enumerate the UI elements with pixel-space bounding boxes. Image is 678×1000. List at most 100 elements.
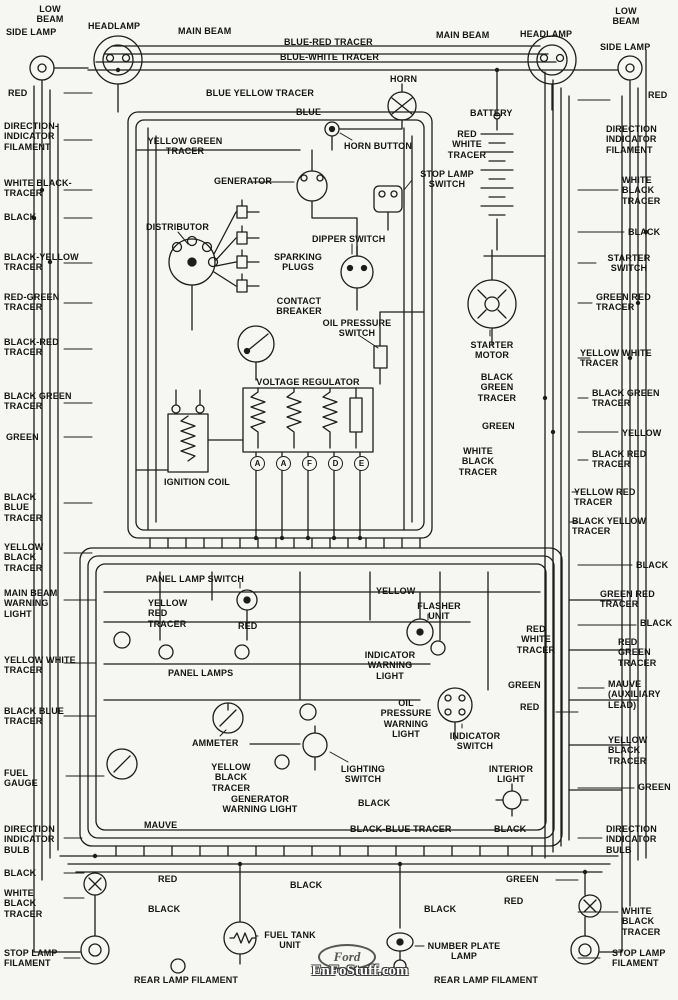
main-beam-right-label: MAIN BEAM <box>436 30 490 40</box>
black-bottom-3-label: BLACK <box>424 904 457 914</box>
red-green-tracer-right-label: RED GREEN TRACER <box>618 637 657 668</box>
horn-button-label: HORN BUTTON <box>344 141 412 151</box>
number-plate-lamp-label: NUMBER PLATE LAMP <box>427 941 501 962</box>
yellow-right-label: YELLOW <box>622 428 662 438</box>
green-red-tracer-right-top-label: GREEN RED TRACER <box>596 292 651 313</box>
low-beam-right-label: LOW BEAM <box>612 6 640 27</box>
black-red-tracer-left-label: BLACK-RED TRACER <box>4 337 59 358</box>
stop-rear-lamp-left-symbol <box>80 935 110 965</box>
generator-label: GENERATOR <box>214 176 273 186</box>
black-blue-tracer-left-2-label: BLACK BLUE TRACER <box>4 706 64 727</box>
battery-label: BATTERY <box>470 108 513 118</box>
dash-rear-connectors <box>115 845 533 857</box>
stop-lamp-filament-left-label: STOP LAMP FILAMENT <box>4 948 58 969</box>
mauve-label: MAUVE <box>144 820 178 830</box>
starter-switch-symbol <box>483 249 546 281</box>
starter-motor-label: STARTER MOTOR <box>470 340 514 361</box>
distributor-label: DISTRIBUTOR <box>146 222 209 232</box>
black-left-top-label: BLACK <box>4 212 37 222</box>
white-black-tracer-mid-label: WHITE BLACK TRACER <box>458 446 498 477</box>
green-right-1-label: GREEN <box>508 680 541 690</box>
red-white-tracer-top-label: RED WHITE TRACER <box>447 129 487 160</box>
black-mid-1-label: BLACK <box>358 798 391 808</box>
green-right-2-label: GREEN <box>638 782 671 792</box>
ignition-coil-symbol <box>135 389 244 473</box>
generator-symbol <box>135 149 358 257</box>
stop-lamp-filament-right-label: STOP LAMP FILAMENT <box>612 948 666 969</box>
green-bottom-label: GREEN <box>506 874 539 884</box>
black-blue-tracer-left-label: BLACK BLUE TRACER <box>4 492 43 523</box>
sparking-plugs-label: SPARKING PLUGS <box>273 252 323 273</box>
rear-wiring-bus <box>59 855 619 937</box>
indicator-warning-light-symbol <box>430 640 446 656</box>
direction-indicator-bulb-right-symbol <box>578 894 602 918</box>
direction-indicator-bulb-left-symbol <box>83 872 107 896</box>
sparking-plugs-symbol <box>236 199 260 293</box>
dipper-switch-label: DIPPER SWITCH <box>312 234 386 244</box>
red-green-tracer-left-label: RED-GREEN TRACER <box>4 292 60 313</box>
side-lamp-right-label: SIDE LAMP <box>600 42 651 52</box>
regulator-terminal-3-d: D <box>328 456 343 471</box>
contact-breaker-symbol <box>237 325 275 381</box>
panel-lamp-switch-symbol <box>236 589 258 641</box>
panel-lamps-label: PANEL LAMPS <box>168 668 234 678</box>
indicator-switch-label: INDICATOR SWITCH <box>449 731 501 752</box>
main-beam-warning-light-symbol <box>113 631 131 649</box>
main-beam-warning-light-label: MAIN BEAM WARNING LIGHT <box>4 588 58 619</box>
fuel-gauge-symbol <box>106 748 138 780</box>
rear-lamp-filament-left-label: REAR LAMP FILAMENT <box>134 975 239 985</box>
oil-pressure-switch-label: OIL PRESSURE SWITCH <box>322 318 392 339</box>
green-mid-label: GREEN <box>482 421 515 431</box>
starter-motor-symbol <box>467 279 517 345</box>
side-lamp-right-symbol <box>617 55 643 81</box>
interior-light-label: INTERIOR LIGHT <box>488 764 534 785</box>
white-black-tracer-right-top-label: WHITE BLACK TRACER <box>622 175 661 206</box>
side-lamp-left-symbol <box>29 55 55 81</box>
generator-warning-light-symbol <box>274 754 290 770</box>
green-left-label: GREEN <box>6 432 39 442</box>
red-mid-label: RED <box>238 621 258 631</box>
junction-dots <box>31 67 649 875</box>
black-yellow-tracer-left-label: BLACK-YELLOW TRACER <box>4 252 79 273</box>
headlamp-right-label: HEADLAMP <box>520 29 573 39</box>
headlamp-left-symbol <box>93 35 143 85</box>
lighting-switch-label: LIGHTING SWITCH <box>340 764 386 785</box>
direction-indicator-filament-right-label: DIRECTION INDICATOR FILAMENT <box>606 124 657 155</box>
main-beam-left-label: MAIN BEAM <box>178 26 232 36</box>
ammeter-symbol <box>212 702 244 734</box>
battery-symbol <box>480 112 514 251</box>
panel-lamps-symbol <box>158 644 250 660</box>
black-yellow-tracer-right-label: BLACK YELLOW TRACER <box>572 516 647 537</box>
oil-pressure-switch-symbol <box>373 311 425 385</box>
generator-warning-light-label: GENERATOR WARNING LIGHT <box>222 794 298 815</box>
left-wire-bundle <box>33 79 81 953</box>
indicator-warning-light-label: INDICATOR WARNING LIGHT <box>364 650 416 681</box>
dashboard-harness-box <box>79 547 563 847</box>
white-black-tracer-bottom-right-label: WHITE BLACK TRACER <box>622 906 661 937</box>
yellow-mid-label: YELLOW <box>376 586 416 596</box>
black-green-tracer-right-label: BLACK GREEN TRACER <box>592 388 660 409</box>
watermark-text: EnFoStuff.com <box>311 963 409 979</box>
black-red-tracer-right-label: BLACK RED TRACER <box>592 449 647 470</box>
direction-indicator-bulb-left-label: DIRECTION INDICATOR BULB <box>4 824 55 855</box>
voltage-regulator-symbol <box>242 387 374 539</box>
voltage-regulator-label: VOLTAGE REGULATOR <box>256 377 360 387</box>
stop-lamp-switch-label: STOP LAMP SWITCH <box>420 169 474 190</box>
regulator-terminal-1-a: A <box>276 456 291 471</box>
side-lamp-left-label: SIDE LAMP <box>6 27 57 37</box>
regulator-terminal-4-e: E <box>354 456 369 471</box>
oil-pressure-warning-light-symbol <box>299 703 317 721</box>
blue-label: BLUE <box>296 107 322 117</box>
right-wire-bundle <box>599 49 647 953</box>
flasher-unit-symbol <box>406 591 434 646</box>
yellow-white-tracer-left-label: YELLOW WHITE TRACER <box>4 655 76 676</box>
stop-rear-lamp-right-symbol <box>570 935 600 965</box>
black-bottom-2-label: BLACK <box>148 904 181 914</box>
blue-white-tracer-label: BLUE-WHITE TRACER <box>280 52 380 62</box>
yellow-black-tracer-mid-label: YELLOW BLACK TRACER <box>211 762 251 793</box>
regulator-terminal-2-f: F <box>302 456 317 471</box>
rear-lamp-filament-right-label: REAR LAMP FILAMENT <box>434 975 539 985</box>
red-left-top-label: RED <box>8 88 28 98</box>
lighting-switch-symbol <box>302 725 328 771</box>
